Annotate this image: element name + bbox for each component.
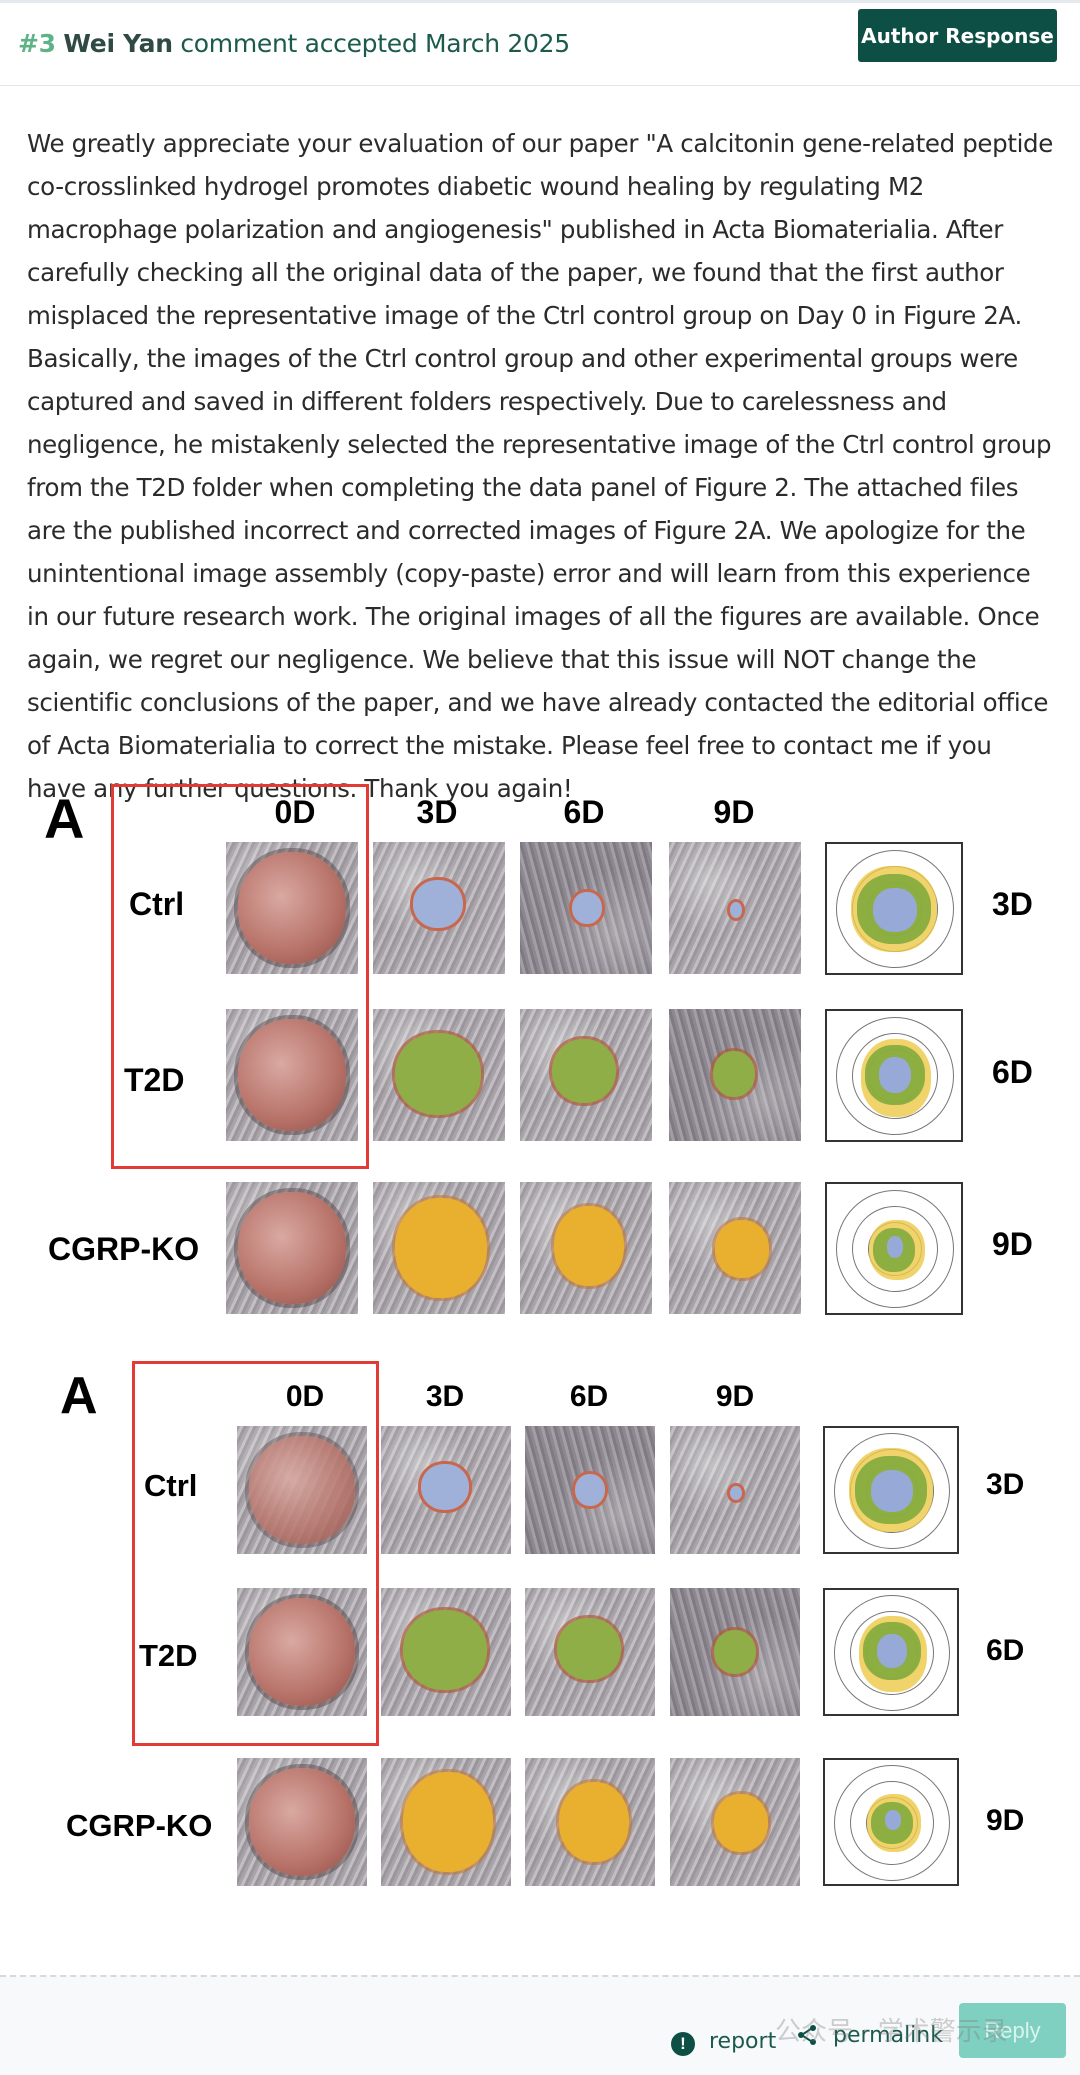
wound-image xyxy=(670,1426,800,1554)
figure-published: A 0D 3D 6D 9D Ctrl T2D CGRP-KO xyxy=(0,780,1080,1320)
radar-plot xyxy=(823,1758,959,1886)
wound-image xyxy=(373,842,505,974)
wound-image xyxy=(520,1009,652,1141)
radar-label: 3D xyxy=(986,1468,1025,1501)
share-icon[interactable] xyxy=(795,2023,819,2047)
column-header: 6D xyxy=(569,1380,609,1413)
radar-label: 9D xyxy=(992,1226,1033,1262)
comment-author[interactable]: Wei Yan xyxy=(63,29,173,58)
wound-image xyxy=(373,1182,505,1314)
panel-letter: A xyxy=(60,1367,98,1425)
row-header: T2D xyxy=(139,1638,198,1673)
row-header: CGRP-KO xyxy=(48,1231,200,1267)
column-header: 0D xyxy=(274,794,316,830)
radar-plot xyxy=(825,1182,963,1315)
reply-button[interactable]: Reply xyxy=(959,2003,1066,2058)
radar-label: 6D xyxy=(992,1054,1033,1090)
wound-image xyxy=(226,1009,358,1141)
comment-title: #3 Wei Yan comment accepted March 2025 xyxy=(18,29,570,58)
radar-plot xyxy=(823,1588,959,1716)
wound-image xyxy=(381,1426,511,1554)
wound-image xyxy=(525,1426,655,1554)
wound-image xyxy=(525,1758,655,1886)
wound-image xyxy=(373,1009,505,1141)
comment-number[interactable]: #3 xyxy=(18,29,56,58)
report-link[interactable]: report xyxy=(709,2029,777,2054)
wound-image xyxy=(669,842,801,974)
row-header: CGRP-KO xyxy=(66,1808,213,1843)
column-header: 3D xyxy=(425,1380,465,1413)
wound-image xyxy=(669,1009,801,1141)
column-header: 6D xyxy=(563,794,605,830)
wound-image xyxy=(670,1588,800,1716)
row-header: Ctrl xyxy=(129,886,185,922)
wound-image xyxy=(226,842,358,974)
radar-label: 6D xyxy=(986,1634,1025,1667)
radar-label: 3D xyxy=(992,886,1033,922)
permalink-link[interactable]: permalink xyxy=(833,2023,943,2048)
row-header: Ctrl xyxy=(144,1468,198,1503)
radar-plot xyxy=(823,1426,959,1554)
wound-image xyxy=(520,1182,652,1314)
highlight-box xyxy=(111,784,369,1169)
comment-status: comment accepted March 2025 xyxy=(180,29,570,58)
column-header: 0D xyxy=(285,1380,325,1413)
radar-plot xyxy=(825,1009,963,1142)
wound-image xyxy=(237,1588,367,1716)
radar-label: 9D xyxy=(986,1804,1025,1837)
column-header: 3D xyxy=(416,794,458,830)
column-header: 9D xyxy=(713,794,755,830)
panel-letter: A xyxy=(44,787,85,850)
comment-footer: ! report permalink Reply 公众号 · 学术警示录 xyxy=(0,1975,1080,2075)
wound-image xyxy=(226,1182,358,1314)
wound-image xyxy=(670,1758,800,1886)
watermark: 公众号 · 学术警示录 xyxy=(775,2017,1008,2047)
radar-plot xyxy=(825,842,963,975)
wound-image xyxy=(525,1588,655,1716)
comment-body: We greatly appreciate your evaluation of… xyxy=(27,129,1053,803)
wound-image xyxy=(381,1758,511,1886)
wound-image xyxy=(381,1588,511,1716)
report-icon[interactable]: ! xyxy=(671,2032,695,2056)
column-header: 9D xyxy=(715,1380,755,1413)
wound-image xyxy=(237,1758,367,1886)
comment-header: #3 Wei Yan comment accepted March 2025 A… xyxy=(0,0,1080,86)
wound-image xyxy=(520,842,652,974)
row-header: T2D xyxy=(124,1062,185,1098)
wound-image xyxy=(669,1182,801,1314)
wound-image xyxy=(237,1426,367,1554)
author-response-button[interactable]: Author Response xyxy=(858,9,1057,62)
figure-corrected: A 0D 3D 6D 9D Ctrl T2D CGRP-KO xyxy=(0,1358,1080,1898)
highlight-box xyxy=(132,1361,379,1746)
